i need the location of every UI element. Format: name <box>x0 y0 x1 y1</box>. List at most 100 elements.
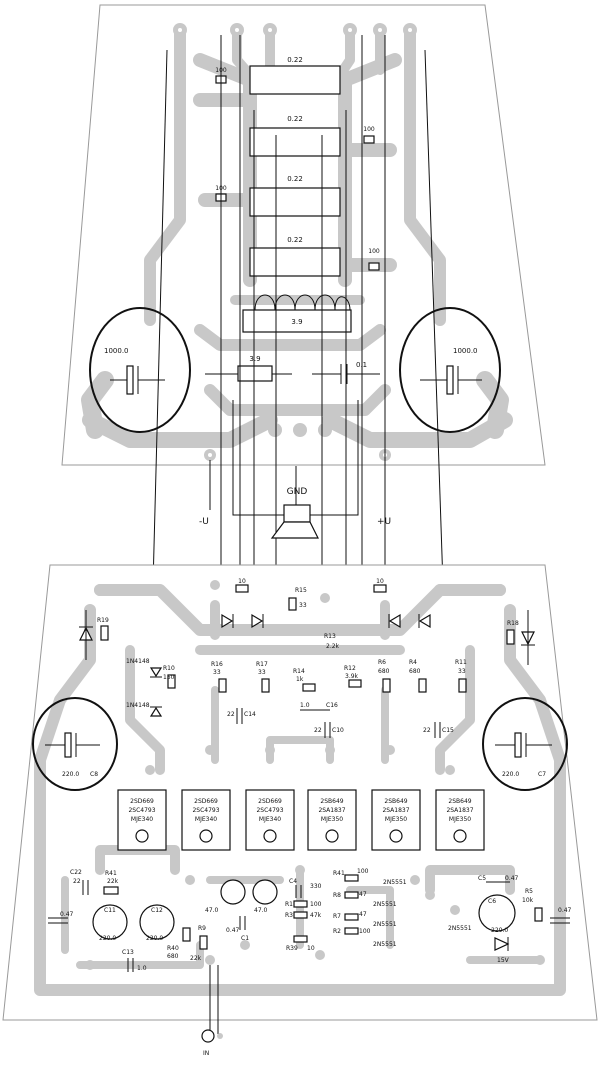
r16-label: R16 <box>211 661 223 668</box>
r41-left-label: R41 <box>105 870 117 877</box>
speaker-icon <box>270 521 319 539</box>
resistor-r11: R11 33 <box>455 659 467 693</box>
c4-value: 330 <box>310 883 322 890</box>
c10-label: C10 <box>332 727 344 734</box>
c14-value: 22 <box>227 711 235 718</box>
resistor-r9: R9 22k <box>190 925 208 962</box>
r2-label: R2 <box>333 928 341 935</box>
transistor-q1-line3: MJE340 <box>131 816 153 823</box>
r2-value: 100 <box>359 928 371 935</box>
r19-label: R19 <box>97 617 109 624</box>
c16-value: 1.0 <box>300 702 310 709</box>
r5-value: 10k <box>522 897 534 904</box>
r41b-label: R41 <box>333 870 345 877</box>
r4-value: 680 <box>409 668 421 675</box>
transistor-q3-line1: 2SD669 <box>258 798 282 805</box>
transistor-q2-line2: 2SC4793 <box>192 807 219 814</box>
capacitor-c10: 22 C10 <box>314 722 344 738</box>
transistor-leads-upper <box>152 35 444 586</box>
upper-traces <box>81 24 513 448</box>
c11-value: 220.0 <box>99 935 116 942</box>
transistor-q2-line3: MJE340 <box>195 816 217 823</box>
q-2n5551-e-label: 2N5551 <box>448 925 472 932</box>
q-2n5551-a-label: 2N5551 <box>383 879 407 886</box>
c22-label: C22 <box>70 869 82 876</box>
r11-value: 33 <box>458 668 466 675</box>
capacitor-1000-left: 1000.0 <box>89 307 191 433</box>
transistor-q2-line1: 2SD669 <box>194 798 218 805</box>
diode-left-vertical <box>79 610 93 660</box>
q-2n5551-b-label: 2N5551 <box>373 901 397 908</box>
resistor-100-d: 100 <box>368 248 380 271</box>
plus-u-label: +U <box>377 517 391 527</box>
r8-label: R8 <box>333 892 341 899</box>
c13-label: C13 <box>122 949 134 956</box>
resistor-r40: R40 680 <box>167 927 191 960</box>
zener-label: 15V <box>497 957 510 964</box>
r12-value: 3.9k <box>345 673 359 680</box>
r7-label: R7 <box>333 913 341 920</box>
input-connector: IN <box>201 965 223 1057</box>
transistor-q5-line1: 2SB649 <box>384 798 407 805</box>
resistor-r10: R10 150 <box>163 665 176 689</box>
diode-1n4148-a: 1N4148 <box>126 658 163 678</box>
q-2n5551-c-label: 2N5551 <box>373 921 397 928</box>
capacitor-c13: C13 1.0 <box>122 949 147 972</box>
c4-label: C4 <box>289 878 297 885</box>
resistor-100-d-label: 100 <box>368 248 380 255</box>
speaker-output: GND <box>232 400 359 539</box>
c7-label: C7 <box>538 771 546 778</box>
capacitor-c8: 220.0 C8 <box>32 697 118 791</box>
resistor-r19: R19 <box>97 617 109 641</box>
c12-label: C12 <box>151 907 163 914</box>
resistor-022-4-label: 0.22 <box>287 236 303 244</box>
capacitor-c5: C5 0.47 <box>478 875 519 883</box>
resistor-39-coil-label: 3.9 <box>291 318 302 326</box>
resistor-39-label: 3.9 <box>249 355 260 363</box>
c3-value: 47.0 <box>254 907 268 914</box>
transistor-q3-line3: MJE340 <box>259 816 281 823</box>
resistor-r41b: R41 100 <box>333 868 369 882</box>
capacitor-047-left: 0.47 <box>48 911 74 924</box>
transistor-q3-line2: 2SC4793 <box>256 807 283 814</box>
c047-left-value: 0.47 <box>60 911 74 918</box>
c12-value: 220.0 <box>146 935 163 942</box>
r11-label: R11 <box>455 659 467 666</box>
transistor-q3: 2SD669 2SC4793 MJE340 <box>245 789 295 851</box>
resistor-022-1: 0.22 <box>249 56 341 95</box>
r5-label: R5 <box>525 888 533 895</box>
r6-value: 680 <box>378 668 390 675</box>
resistor-100-b: 100 <box>363 126 375 144</box>
c7-value: 220.0 <box>502 771 519 778</box>
capacitor-c3: 47.0 <box>252 879 278 914</box>
r1-value: 100 <box>310 901 322 908</box>
minus-u-label: -U <box>199 517 209 527</box>
resistor-r18: R18 <box>506 620 519 645</box>
resistor-r8: R8 47 <box>333 891 367 899</box>
capacitor-c2: 47.0 <box>205 879 246 914</box>
r10-value: 150 <box>163 674 175 681</box>
diodes-top-left <box>221 613 264 629</box>
capacitor-c22: C22 22 <box>70 869 89 895</box>
capacitor-1000-left-label: 1000.0 <box>104 347 129 355</box>
gnd-label: GND <box>287 487 308 497</box>
transistor-q5: 2SB649 2SA1837 MJE350 <box>371 789 421 851</box>
transistor-q6: 2SB649 2SA1837 MJE350 <box>435 789 485 851</box>
c8-value: 220.0 <box>62 771 79 778</box>
capacitor-c14: 22 C14 <box>227 708 256 724</box>
r3-label: R3 <box>285 912 293 919</box>
r15-value: 33 <box>299 602 307 609</box>
transistor-q6-line3: MJE350 <box>449 816 471 823</box>
resistor-r14: R14 1k <box>293 668 316 692</box>
c16-label: C16 <box>326 702 338 709</box>
r1-label: R1 <box>285 901 293 908</box>
resistor-r16: R16 33 <box>211 661 227 693</box>
capacitor-c6: C6 220.0 <box>478 894 516 934</box>
transistor-q4-line2: 2SA1837 <box>318 807 345 814</box>
q-2n5551-d-label: 2N5551 <box>373 941 397 948</box>
input-jack-icon <box>201 1029 215 1043</box>
r39-label: R39 <box>286 945 298 952</box>
r4-label: R4 <box>409 659 417 666</box>
resistor-r5: R5 10k <box>522 888 543 922</box>
